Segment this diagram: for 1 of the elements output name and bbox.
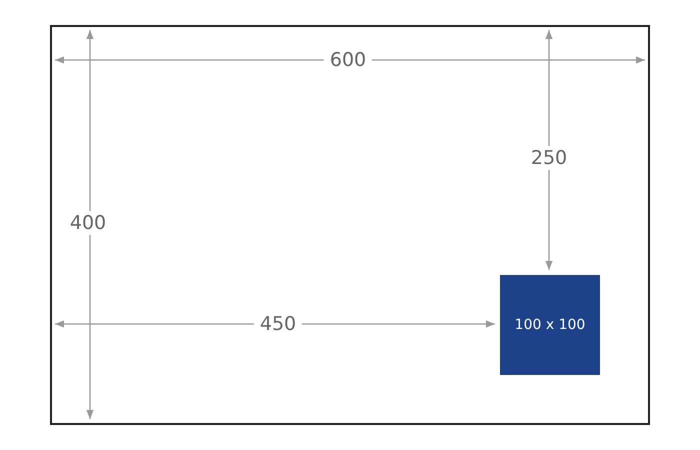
size-square: 100 x 100 (500, 275, 600, 375)
